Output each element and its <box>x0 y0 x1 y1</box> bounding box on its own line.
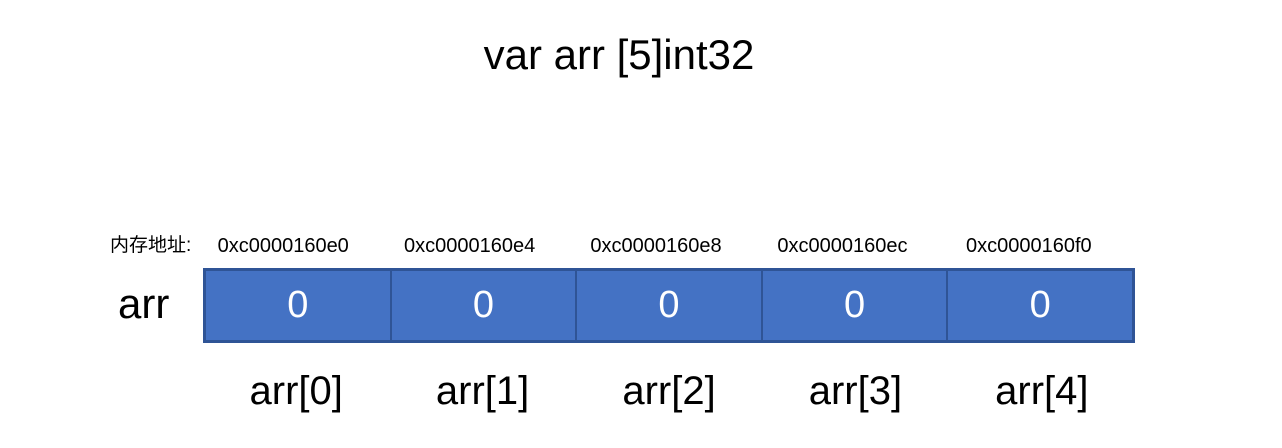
memory-address: 0xc0000160e4 <box>403 235 536 257</box>
cell-value: 0 <box>1029 284 1051 326</box>
memory-address: 0xc0000160e8 <box>590 235 722 257</box>
memory-address: 0xc0000160ec <box>777 235 908 257</box>
index-label-row: arr[0] arr[1] arr[2] arr[3] arr[4] <box>203 367 1135 415</box>
cell-value: 0 <box>844 284 866 326</box>
cell-value: 0 <box>287 284 309 326</box>
array-name-label: arr <box>118 280 170 327</box>
index-label: arr[2] <box>622 369 716 413</box>
memory-address: 0xc0000160f0 <box>965 235 1092 257</box>
memory-address-label: 内存地址: <box>110 235 192 256</box>
cell-value: 0 <box>472 284 494 326</box>
cell-value: 0 <box>658 284 680 326</box>
memory-address-row: 0xc0000160e0 0xc0000160e4 0xc0000160e8 0… <box>190 234 1122 258</box>
array-cell: 0 <box>946 271 1132 340</box>
index-label: arr[0] <box>249 369 343 413</box>
array-cell: 0 <box>206 271 390 340</box>
array-cell: 0 <box>389 271 576 340</box>
index-label: arr[4] <box>995 369 1089 413</box>
diagram-title: var arr [5]int32 <box>483 31 755 78</box>
memory-address: 0xc0000160e0 <box>217 235 349 257</box>
index-label: arr[1] <box>435 369 530 413</box>
index-label: arr[3] <box>808 369 903 413</box>
array-cell: 0 <box>575 271 761 340</box>
array-box: 0 0 0 0 0 <box>203 268 1135 343</box>
array-cell: 0 <box>760 271 947 340</box>
